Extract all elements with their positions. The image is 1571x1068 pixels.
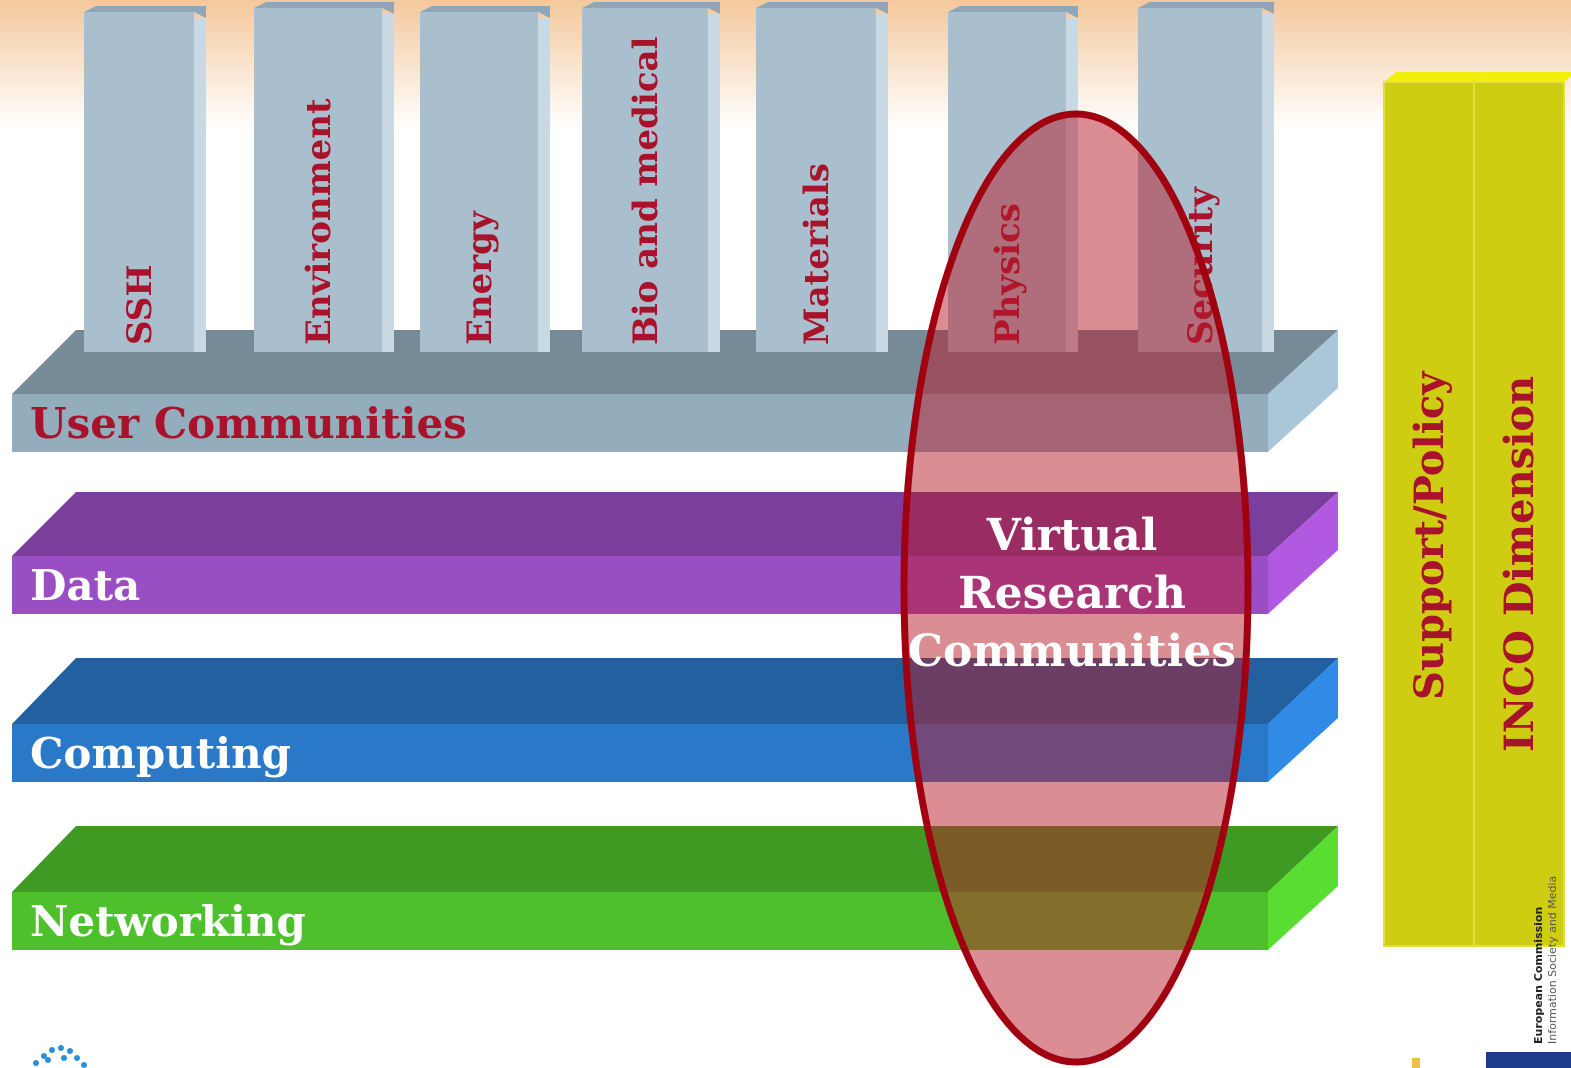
layer-label: Computing xyxy=(30,729,291,778)
side-bar-top xyxy=(1384,72,1486,82)
pillar-label: Bio and medical xyxy=(626,36,666,345)
vrc-label-line: Research xyxy=(958,568,1186,619)
pillar-label: Energy xyxy=(460,210,500,345)
pillar-environment: Environment xyxy=(254,2,394,352)
layer-side-face xyxy=(1268,826,1338,950)
side-bar-top xyxy=(1474,72,1571,82)
layer-side-face xyxy=(1268,330,1338,452)
side-bar-label: INCO Dimension xyxy=(1496,376,1543,752)
pillar-side xyxy=(708,14,720,352)
pillar-body xyxy=(420,12,538,352)
ec-emblem-icon xyxy=(1412,1058,1420,1068)
pillar-top xyxy=(420,6,550,18)
pillar-body xyxy=(84,12,194,352)
pillar-side xyxy=(1262,14,1274,352)
side-bar-label: Support/Policy xyxy=(1406,370,1453,700)
pillar-label: Environment xyxy=(299,98,339,345)
pillar-top xyxy=(84,6,206,18)
ec-flag-icon xyxy=(1486,1052,1571,1068)
pillar-bio-and-medical: Bio and medical xyxy=(582,2,720,352)
pillar-side xyxy=(194,18,206,352)
vrc-label-line: Virtual xyxy=(986,510,1158,561)
side-bar-support-policy: Support/Policy xyxy=(1383,72,1486,947)
layer-label: User Communities xyxy=(30,399,467,448)
vrc-label-line: Communities xyxy=(908,626,1236,677)
pillar-ssh: SSH xyxy=(84,6,206,352)
pillar-side xyxy=(382,14,394,352)
pillar-label: SSH xyxy=(120,265,160,345)
pillar-top xyxy=(756,2,888,14)
layer-side-face xyxy=(1268,492,1338,614)
pillar-side xyxy=(538,18,550,352)
pillar-body xyxy=(756,8,876,352)
side-bars: Support/Policy INCO Dimension xyxy=(1383,72,1571,947)
pillar-side xyxy=(876,14,888,352)
layer-side-face xyxy=(1268,658,1338,782)
pillar-label: Materials xyxy=(797,163,837,345)
ec-logo-line2: Information Society and Media xyxy=(1546,876,1559,1044)
layer-label: Networking xyxy=(30,897,306,946)
pillar-top xyxy=(582,2,720,14)
pillar-energy: Energy xyxy=(420,6,550,352)
side-bar-body xyxy=(1383,81,1475,947)
ec-logo-line1: European Commission xyxy=(1532,907,1545,1044)
vrc-ellipse xyxy=(900,110,1252,1066)
side-bar-inco-dimension: INCO Dimension xyxy=(1473,72,1571,947)
layer-label: Data xyxy=(30,561,140,610)
pillar-top xyxy=(254,2,394,14)
pillar-materials: Materials xyxy=(756,2,888,352)
pillar-top xyxy=(1138,2,1274,14)
network-logo-icon xyxy=(33,1045,87,1068)
pillar-top xyxy=(948,6,1078,18)
pillar-body xyxy=(254,8,382,352)
pillar-body xyxy=(582,8,708,352)
